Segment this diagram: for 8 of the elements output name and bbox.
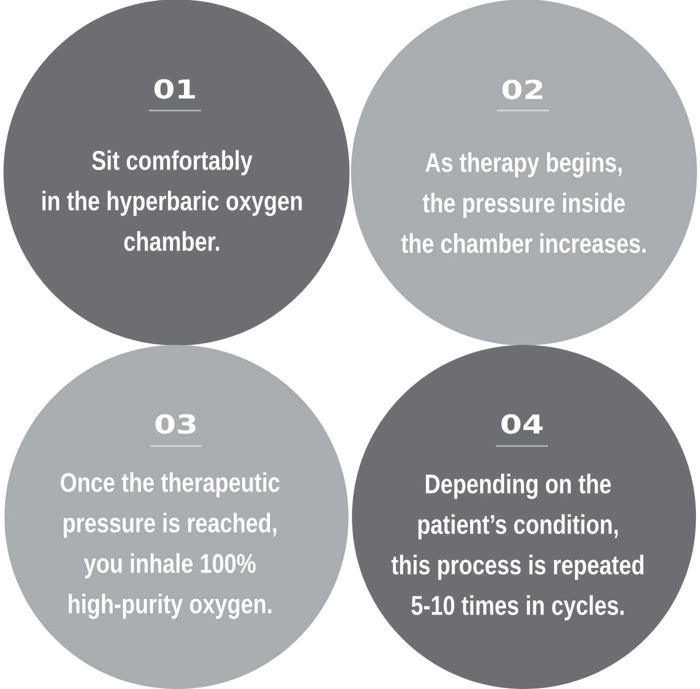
step-description: Sit comfortably in the hyperbaric oxygen chamber. [42,150,302,252]
step-description: As therapy begins, the pressure inside the chamber increases. [401,152,646,254]
step-number: 04 [501,414,543,434]
step-description: Depending on the patient’s condition, this process is repeated 5-10 times in cycles. [391,474,644,620]
step-number: 01 [154,79,195,99]
step-number: 03 [155,414,196,434]
step-description: Once the therapeutic pressure is reached, you inhale 100% high-purity oxygen. [60,472,280,619]
step-number: 02 [502,80,542,100]
